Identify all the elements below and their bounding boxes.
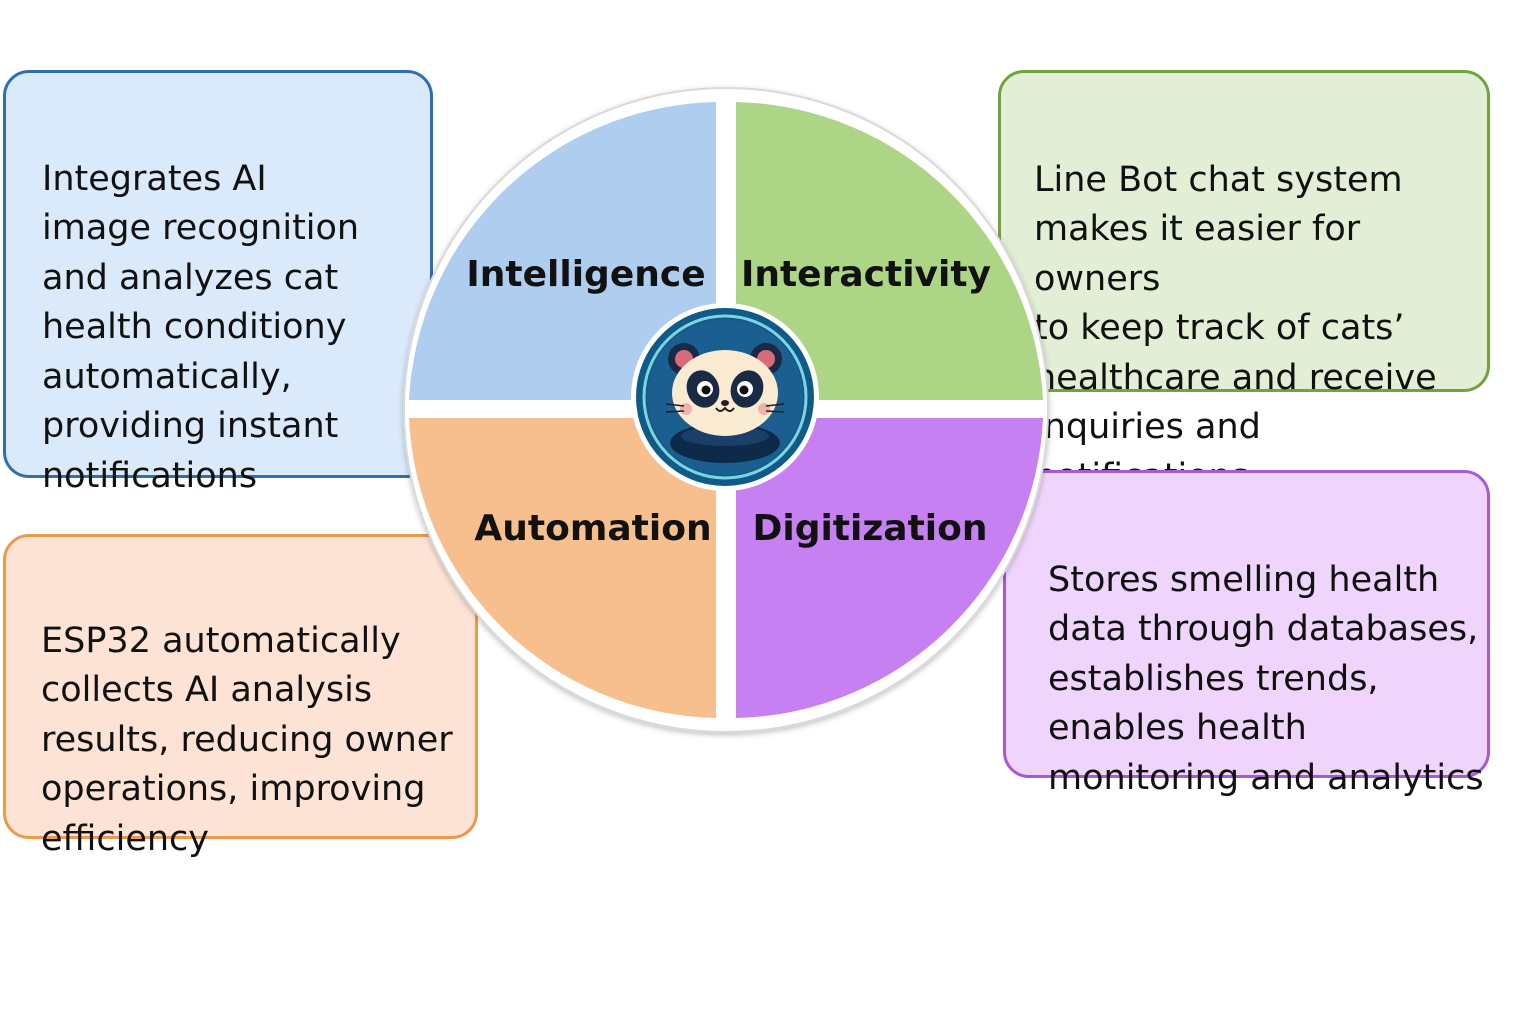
quadrant-label-automation: Automation [474,508,711,549]
automation-description-text: ESP32 automatically collects AI analysis… [41,620,453,859]
digitization-description-box: Stores smelling health data through data… [1003,470,1490,798]
quadrant-intelligence [409,102,716,400]
digitization-description-text: Stores smelling health data through data… [1048,559,1484,798]
intelligence-description-box: Integrates AI image recognition and anal… [3,70,433,496]
quadrant-label-intelligence: Intelligence [466,254,705,295]
quadrant-digitization [736,418,1043,718]
interactivity-description-box: Line Bot chat system makes it easier for… [998,70,1490,497]
interactivity-description-text: Line Bot chat system makes it easier for… [1034,159,1437,497]
panda-cat-mascot-icon [631,303,819,491]
wheel-background [403,87,1049,733]
quadrant-interactivity [736,102,1043,400]
intelligence-description-text: Integrates AI image recognition and anal… [42,158,360,496]
quadrant-label-digitization: Digitization [752,508,987,549]
automation-description-box: ESP32 automatically collects AI analysis… [3,534,478,859]
quadrant-label-interactivity: Interactivity [741,254,991,295]
